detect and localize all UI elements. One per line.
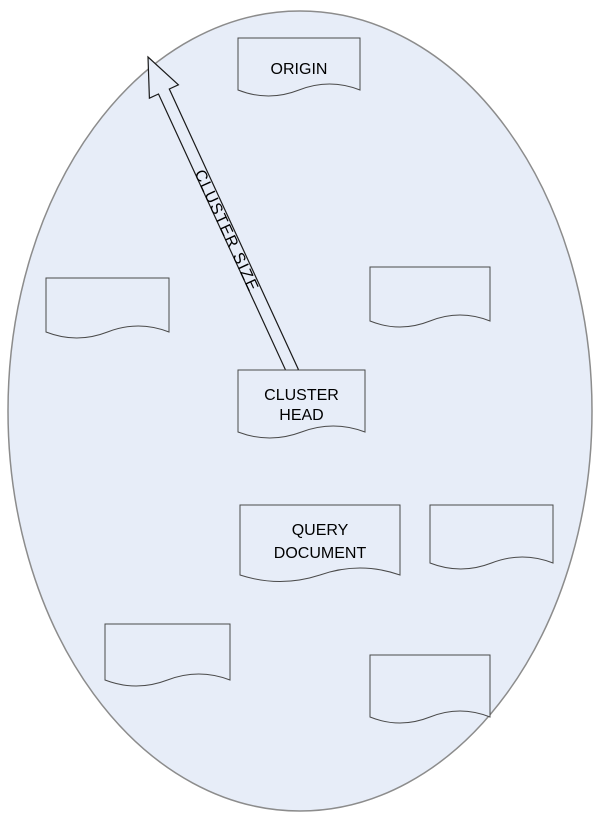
document-bottom-left — [104, 623, 231, 687]
document-bottom-right — [369, 654, 491, 724]
query-document-label-line2: DOCUMENT — [274, 545, 367, 562]
document-shape — [369, 654, 491, 724]
document-middle-left — [45, 277, 170, 339]
document-shape — [45, 277, 170, 339]
document-shape — [369, 266, 491, 328]
query-document-shape — [239, 504, 401, 582]
document-middle-right — [369, 266, 491, 328]
query-document-label-line1: QUERY — [292, 522, 349, 539]
cluster-head-document: CLUSTER HEAD — [237, 369, 366, 439]
origin-document: ORIGIN — [237, 37, 361, 97]
cluster-head-label-line1: CLUSTER — [264, 387, 339, 404]
document-shape — [429, 504, 554, 570]
origin-label: ORIGIN — [271, 61, 328, 78]
document-right-of-query — [429, 504, 554, 570]
query-document: QUERY DOCUMENT — [239, 504, 401, 582]
cluster-head-document-shape — [237, 369, 366, 439]
cluster-head-label-line2: HEAD — [279, 407, 323, 424]
origin-document-shape — [237, 37, 361, 97]
document-shape — [104, 623, 231, 687]
